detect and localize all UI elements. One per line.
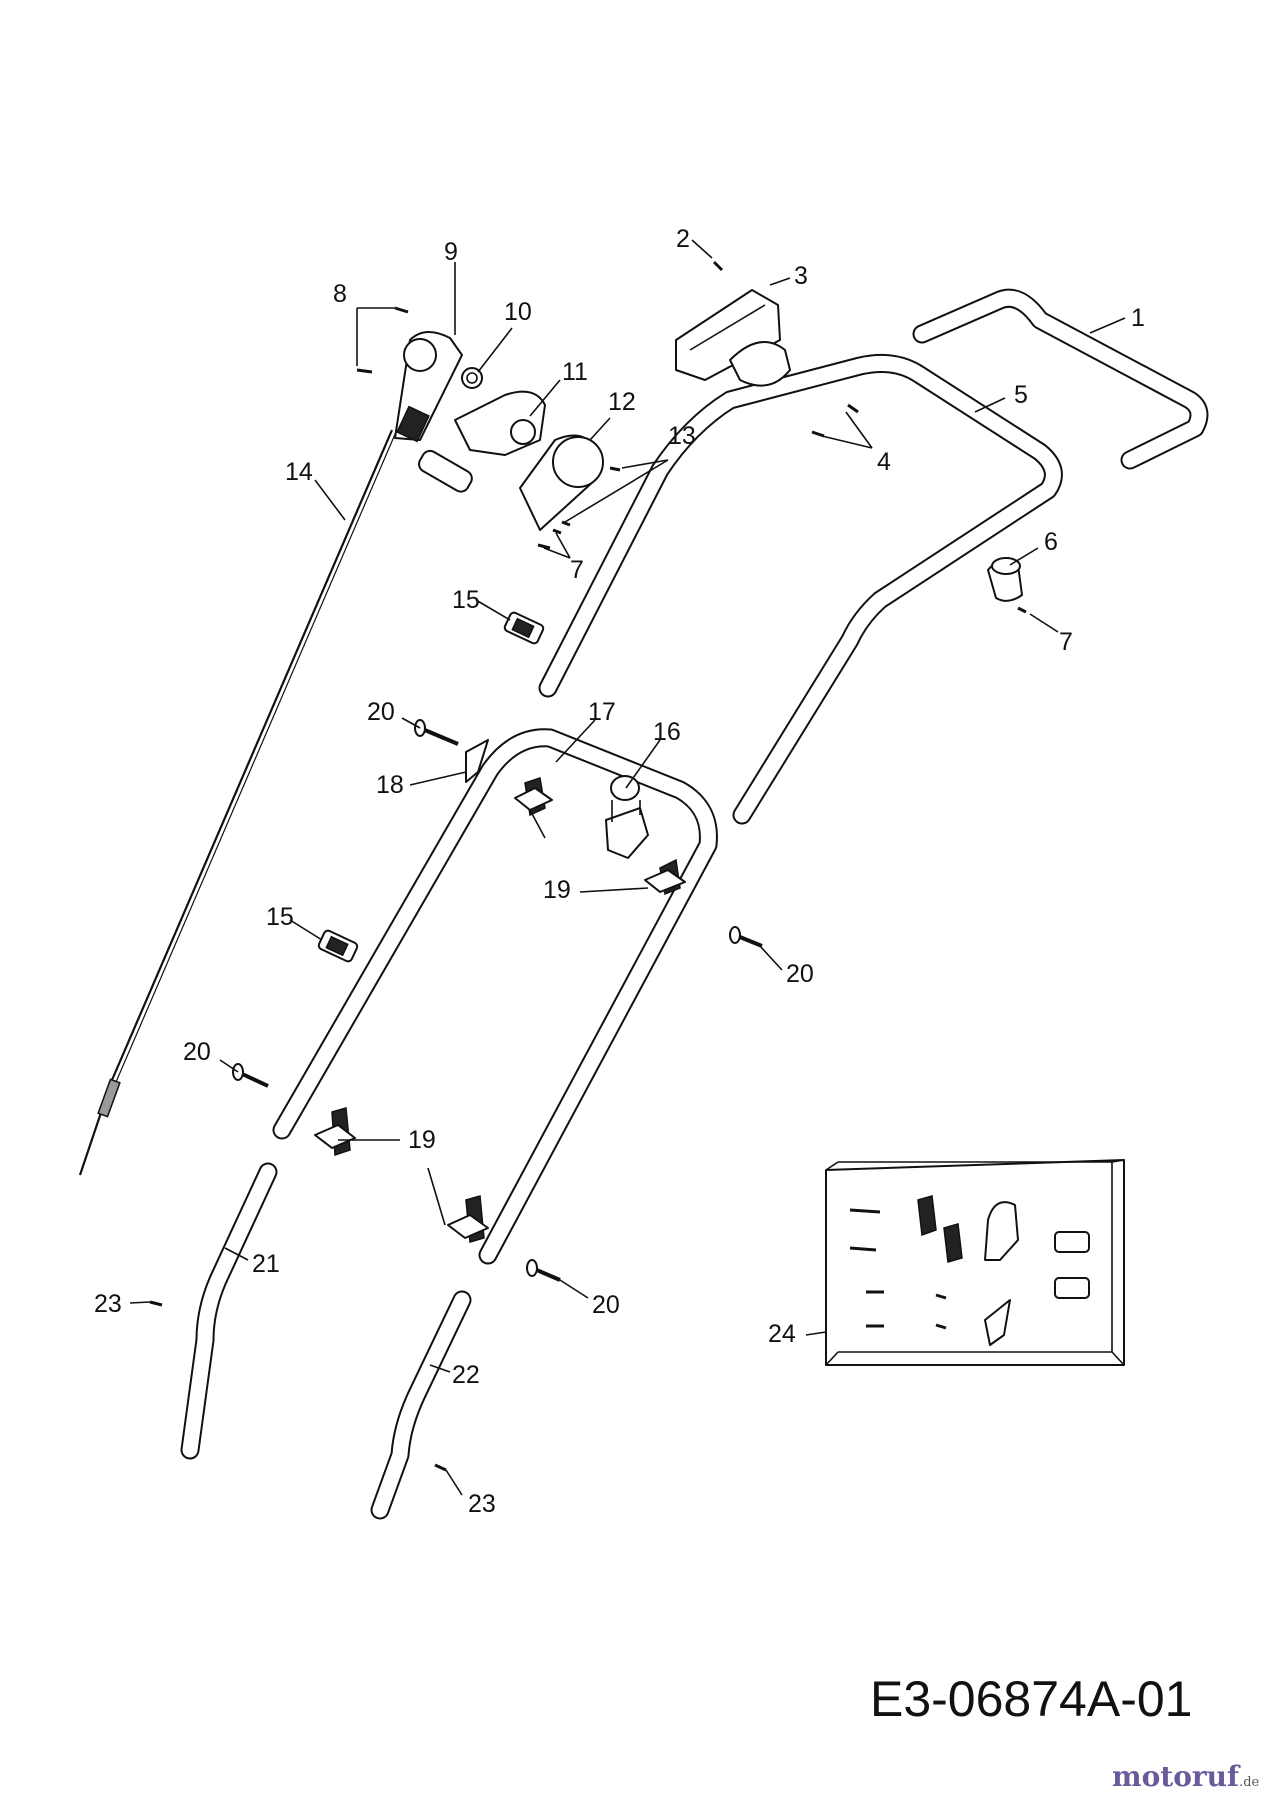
- upper-handle-part: [912, 288, 1209, 470]
- knob-b-part: [644, 858, 686, 896]
- callout-17: 17: [588, 698, 616, 726]
- callout-7-right: 7: [1059, 628, 1073, 656]
- callout-15-upper: 15: [452, 586, 480, 614]
- bolt-a-part: [414, 719, 459, 746]
- bolt-c-part: [232, 1063, 269, 1088]
- screw-parts: [149, 260, 1027, 1472]
- lower-handle-part: [272, 728, 718, 1265]
- callout-21: 21: [252, 1250, 280, 1278]
- callout-5: 5: [1014, 381, 1028, 409]
- callout-13: 13: [668, 422, 696, 450]
- callout-20-right: 20: [786, 960, 814, 988]
- callout-15-lower: 15: [266, 903, 294, 931]
- callout-11: 11: [562, 358, 588, 386]
- bolt-b-part: [729, 926, 763, 948]
- control-box-part: [675, 289, 791, 387]
- callout-4: 4: [877, 448, 891, 476]
- callout-23-left: 23: [94, 1290, 122, 1318]
- callout-3: 3: [794, 262, 808, 290]
- middle-handle-part: [538, 353, 1063, 825]
- leader-lines: [129, 239, 1126, 1496]
- hardware-kit-part: [825, 1159, 1125, 1366]
- callout-1: 1: [1131, 304, 1145, 332]
- clip-lower-part: [317, 929, 359, 963]
- callout-14: 14: [285, 458, 313, 486]
- lever-part: [418, 390, 546, 493]
- cover-part: [519, 434, 604, 531]
- callout-6: 6: [1044, 528, 1058, 556]
- callout-7-middle: 7: [570, 556, 584, 584]
- control-bracket-part: [394, 331, 463, 443]
- callout-labels: 1 2 3 4 5 6 7 7 7 8 9 10 11 12 13 14 15 …: [94, 225, 1145, 1518]
- callout-22: 22: [452, 1361, 480, 1389]
- knob-d-part: [447, 1195, 489, 1243]
- callout-20-top: 20: [367, 698, 395, 726]
- clip-upper-part: [503, 611, 545, 645]
- callout-18: 18: [376, 771, 404, 799]
- callout-24: 24: [768, 1320, 796, 1348]
- callout-9: 9: [444, 238, 458, 266]
- clip-part: [987, 557, 1023, 602]
- watermark-suffix: .de: [1239, 1775, 1260, 1790]
- diagram-code: E3-06874A-01: [870, 1671, 1193, 1727]
- cable-part: [78, 429, 397, 1176]
- callout-19-lower: 19: [408, 1126, 436, 1154]
- lower-tube-left-part: [180, 1162, 278, 1460]
- callout-20-bottom: 20: [592, 1291, 620, 1319]
- callout-23-bottom: 23: [468, 1490, 496, 1518]
- callout-2: 2: [676, 225, 690, 253]
- knob-a-part: [514, 777, 553, 817]
- spring-part: [461, 367, 483, 389]
- callout-10: 10: [504, 298, 532, 326]
- watermark-name: motoruf: [1112, 1760, 1240, 1793]
- callout-16: 16: [653, 718, 681, 746]
- watermark-logo: motoruf.de: [1112, 1760, 1259, 1793]
- cable-guide-part: [605, 775, 649, 859]
- callout-20-left: 20: [183, 1038, 211, 1066]
- callout-12: 12: [608, 388, 636, 416]
- knob-c-part: [314, 1107, 356, 1157]
- callout-8: 8: [333, 280, 347, 308]
- bolt-d-part: [526, 1259, 561, 1282]
- callout-19-upper: 19: [543, 876, 571, 904]
- lower-tube-right-part: [370, 1290, 472, 1520]
